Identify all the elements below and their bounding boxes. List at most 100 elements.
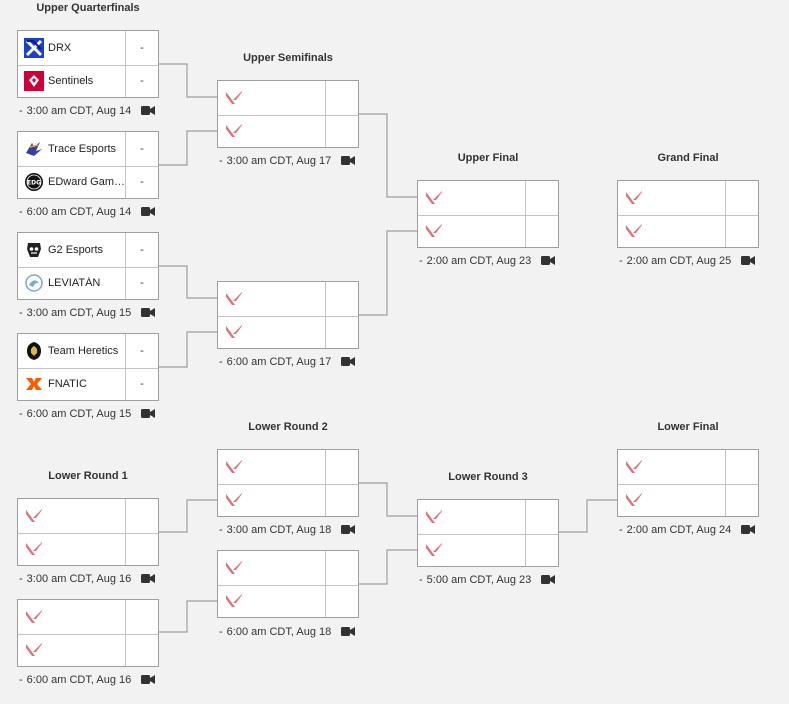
team-score (525, 534, 558, 566)
team-score: - (125, 368, 158, 400)
team-slot[interactable]: LEVIATÁN - (18, 267, 158, 299)
team-score (325, 316, 358, 348)
match-dash: - (219, 524, 223, 536)
camera-icon[interactable] (141, 408, 155, 422)
valorant-logo-icon (624, 221, 644, 241)
match-time: 3:00 am CDT, Aug 14 (26, 105, 132, 117)
team-slot-tbd[interactable] (218, 484, 358, 516)
valorant-logo-icon (624, 490, 644, 510)
team-score: - (125, 166, 158, 198)
match-upper-quarterfinal-2[interactable]: Trace Esports - EDG EDward Gami… - (17, 131, 159, 199)
leviatan-logo-icon (24, 273, 44, 293)
match-dash: - (219, 626, 223, 638)
round-title-upper-quarterfinals: Upper Quarterfinals (36, 2, 140, 14)
match-upper-semifinal-1[interactable] (217, 80, 359, 148)
match-lower-round-1-b[interactable] (17, 599, 159, 667)
camera-icon[interactable] (541, 574, 555, 588)
match-lower-final[interactable] (617, 449, 759, 517)
team-slot-tbd[interactable] (418, 181, 558, 216)
valorant-logo-icon (224, 558, 244, 578)
match-lower-round-3[interactable] (417, 499, 559, 567)
team-score (325, 551, 358, 585)
match-lower-round-2-b[interactable] (217, 550, 359, 618)
valorant-logo-icon (424, 221, 444, 241)
camera-icon[interactable] (341, 155, 355, 169)
team-score (525, 215, 558, 247)
match-meta: - 2:00 am CDT, Aug 25 (617, 254, 759, 268)
team-score: - (125, 267, 158, 299)
team-slot[interactable]: DRX - (18, 31, 158, 66)
camera-icon[interactable] (741, 255, 755, 269)
team-slot-tbd[interactable] (618, 450, 758, 485)
camera-icon[interactable] (141, 674, 155, 688)
valorant-logo-icon (424, 507, 444, 527)
team-slot-tbd[interactable] (18, 499, 158, 534)
team-slot-tbd[interactable] (418, 215, 558, 247)
team-slot[interactable]: Trace Esports - (18, 132, 158, 167)
match-upper-semifinal-2[interactable] (217, 281, 359, 349)
match-time: 6:00 am CDT, Aug 15 (26, 408, 132, 420)
match-time: 5:00 am CDT, Aug 23 (426, 574, 532, 586)
camera-icon[interactable] (741, 524, 755, 538)
match-grand-final[interactable] (617, 180, 759, 248)
g2-esports-logo-icon (24, 240, 44, 260)
team-slot-tbd[interactable] (218, 81, 358, 116)
match-lower-round-1-a[interactable] (17, 498, 159, 566)
team-score (325, 450, 358, 484)
round-title-lower-final: Lower Final (657, 421, 719, 433)
camera-icon[interactable] (141, 573, 155, 587)
camera-icon[interactable] (141, 105, 155, 119)
team-slot-tbd[interactable] (418, 500, 558, 535)
team-slot-tbd[interactable] (218, 316, 358, 348)
camera-icon[interactable] (141, 206, 155, 220)
team-name: DRX (48, 42, 72, 54)
match-upper-quarterfinal-4[interactable]: Team Heretics - FNATIC - (17, 333, 159, 401)
team-slot[interactable]: FNATIC - (18, 368, 158, 400)
match-dash: - (19, 408, 23, 420)
team-slot-tbd[interactable] (218, 585, 358, 617)
fnatic-logo-icon (24, 374, 44, 394)
trace-esports-logo-icon (24, 139, 44, 159)
match-upper-final[interactable] (417, 180, 559, 248)
match-time: 2:00 am CDT, Aug 24 (626, 524, 732, 536)
team-slot[interactable]: G2 Esports - (18, 233, 158, 268)
camera-icon[interactable] (341, 524, 355, 538)
round-title-lower-round-2: Lower Round 2 (248, 421, 328, 433)
team-slot-tbd[interactable] (218, 115, 358, 147)
team-heretics-logo-icon (24, 341, 44, 361)
team-slot-tbd[interactable] (418, 534, 558, 566)
team-slot-tbd[interactable] (618, 215, 758, 247)
camera-icon[interactable] (341, 626, 355, 640)
team-slot-tbd[interactable] (618, 484, 758, 516)
match-lower-round-2-a[interactable] (217, 449, 359, 517)
match-time: 3:00 am CDT, Aug 16 (26, 573, 132, 585)
team-slot[interactable]: Team Heretics - (18, 334, 158, 369)
valorant-logo-icon (224, 322, 244, 342)
round-title-grand-final: Grand Final (657, 152, 719, 164)
team-name: Sentinels (48, 75, 94, 87)
team-slot[interactable]: Sentinels - (18, 65, 158, 97)
valorant-logo-icon (24, 506, 44, 526)
team-slot[interactable]: EDG EDward Gami… - (18, 166, 158, 198)
team-slot-tbd[interactable] (18, 634, 158, 666)
match-upper-quarterfinal-1[interactable]: DRX - Sentinels - (17, 30, 159, 98)
camera-icon[interactable] (541, 255, 555, 269)
match-meta: - 3:00 am CDT, Aug 18 (217, 523, 359, 537)
team-slot-tbd[interactable] (218, 282, 358, 317)
team-score (125, 634, 158, 666)
team-name: EDward Gami… (48, 176, 126, 188)
match-time: 2:00 am CDT, Aug 23 (426, 255, 532, 267)
team-score (325, 585, 358, 617)
match-upper-quarterfinal-3[interactable]: G2 Esports - LEVIATÁN - (17, 232, 159, 300)
team-slot-tbd[interactable] (618, 181, 758, 216)
team-score (325, 282, 358, 316)
camera-icon[interactable] (141, 307, 155, 321)
team-slot-tbd[interactable] (218, 551, 358, 586)
match-meta: - 3:00 am CDT, Aug 15 (17, 306, 159, 320)
team-slot-tbd[interactable] (18, 533, 158, 565)
camera-icon[interactable] (341, 356, 355, 370)
valorant-logo-icon (424, 188, 444, 208)
match-meta: - 3:00 am CDT, Aug 16 (17, 572, 159, 586)
team-slot-tbd[interactable] (18, 600, 158, 635)
team-slot-tbd[interactable] (218, 450, 358, 485)
